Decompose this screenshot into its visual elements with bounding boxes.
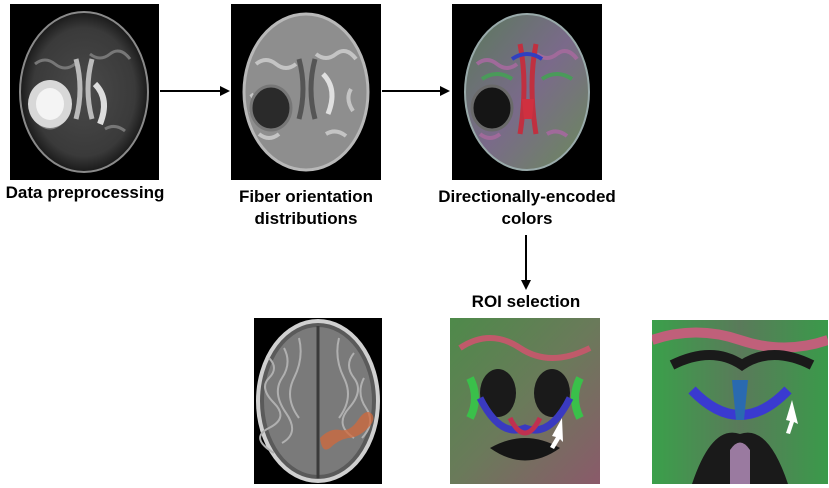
dec-text-line2: colors bbox=[501, 209, 553, 228]
roi-overlay-region bbox=[320, 412, 374, 450]
dec-zoom-panel bbox=[450, 318, 600, 484]
dec-panel bbox=[452, 4, 602, 180]
roi-text: ROI selection bbox=[471, 292, 581, 311]
step-label-fod: Fiber orientation distributions bbox=[206, 186, 406, 230]
t2-mri-panel bbox=[10, 4, 159, 180]
step-label-dec: Directionally-encoded colors bbox=[416, 186, 638, 230]
dec-closeup-panel bbox=[652, 320, 828, 484]
t1-roi-overlay-panel bbox=[254, 318, 382, 484]
fod-panel bbox=[231, 4, 381, 180]
fod-text-line1: Fiber orientation bbox=[238, 187, 374, 206]
fod-text-line2: distributions bbox=[254, 209, 358, 228]
preprocessing-text: Data preprocessing bbox=[5, 183, 165, 202]
closeup-pointer-arrow-icon bbox=[786, 400, 798, 434]
roi-selection-label: ROI selection bbox=[436, 291, 616, 313]
pointer-arrow-icon bbox=[550, 418, 563, 449]
step-label-preprocessing: Data preprocessing bbox=[0, 182, 170, 204]
dec-text-line1: Directionally-encoded bbox=[438, 187, 616, 206]
